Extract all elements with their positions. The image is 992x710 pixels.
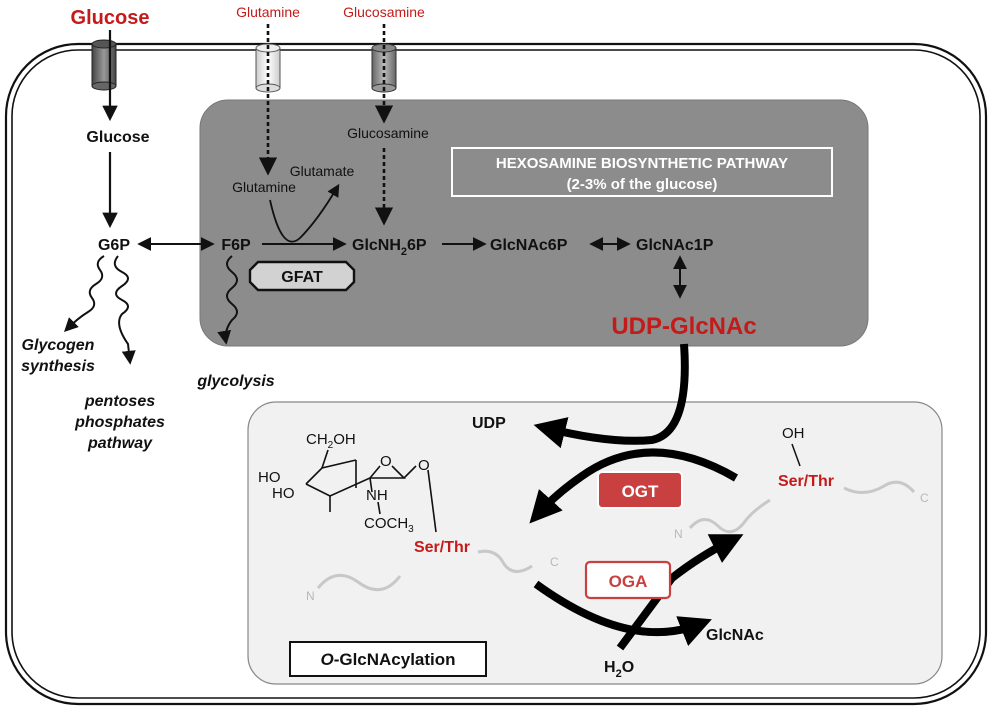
glycogen-label-2: synthesis xyxy=(21,358,95,375)
udp-glcnac-label: UDP-GlcNAc xyxy=(611,313,756,340)
hbp-title-1: HEXOSAMINE BIOSYNTHETIC PATHWAY xyxy=(496,155,788,172)
cell-membrane-outer xyxy=(4,42,988,706)
gfat-label: GFAT xyxy=(281,269,323,286)
gfat-enzyme xyxy=(248,260,356,292)
glucosamine-label: Glucosamine xyxy=(347,125,429,141)
glutamine-label: Glutamine xyxy=(232,179,296,195)
cell-membrane-inner xyxy=(11,49,981,699)
glcnac6p-label: GlcNAc6P xyxy=(490,237,568,254)
water-label: H2O xyxy=(604,659,634,680)
ring-oxygen-label: O xyxy=(380,453,392,470)
pentoses-label-2: phosphates xyxy=(74,414,165,431)
hbp-title-2: (2-3% of the glucose) xyxy=(567,176,718,193)
chain-n-left: N xyxy=(306,589,315,603)
oga-enzyme xyxy=(584,560,672,600)
chain-c-left: C xyxy=(550,555,559,569)
glycogen-label-1: Glycogen xyxy=(22,337,95,354)
glycosidic-oxygen-label: O xyxy=(418,457,430,474)
oglcnac-box xyxy=(247,401,943,685)
oh-label: OH xyxy=(782,425,805,442)
g6p-label: G6P xyxy=(98,237,130,254)
glucose-label: Glucose xyxy=(86,129,149,146)
pentoses-label-3: pathway xyxy=(87,435,153,452)
hbp-title-box xyxy=(451,147,833,197)
ho-label-1: HO xyxy=(258,469,281,486)
coch3-label: COCH3 xyxy=(364,515,414,535)
oglcnac-label: O-GlcNAcylation xyxy=(320,650,455,669)
udp-label: UDP xyxy=(472,415,506,432)
chain-c-right: C xyxy=(920,491,929,505)
f6p-label: F6P xyxy=(221,237,251,254)
glcnh2-6p-label: GlcNH26P xyxy=(352,237,427,258)
glutamate-label: Glutamate xyxy=(290,163,355,179)
ogt-enzyme xyxy=(597,471,683,509)
ho-label-2: HO xyxy=(272,485,295,502)
nh-label: NH xyxy=(366,487,388,504)
ogt-label: OGT xyxy=(622,482,659,501)
glcnac1p-label: GlcNAc1P xyxy=(636,237,714,254)
glucose-transporter xyxy=(91,39,117,91)
oga-label: OGA xyxy=(609,572,648,591)
glycolysis-label: glycolysis xyxy=(196,373,274,390)
glcnac-product-label: GlcNAc xyxy=(706,627,764,644)
ser-thr-right: Ser/Thr xyxy=(778,473,834,490)
oglcnac-label-box xyxy=(289,641,487,677)
extracellular-glutamine: Glutamine xyxy=(236,4,300,20)
ch2oh-label: CH2OH xyxy=(306,431,356,451)
hbp-box xyxy=(199,99,869,347)
extracellular-glucosamine: Glucosamine xyxy=(343,4,425,20)
ser-thr-left: Ser/Thr xyxy=(414,539,470,556)
chain-n-right: N xyxy=(674,527,683,541)
glcnac-sugar-structure xyxy=(305,449,437,533)
pentoses-label-1: pentoses xyxy=(84,393,155,410)
extracellular-glucose: Glucose xyxy=(71,7,150,29)
